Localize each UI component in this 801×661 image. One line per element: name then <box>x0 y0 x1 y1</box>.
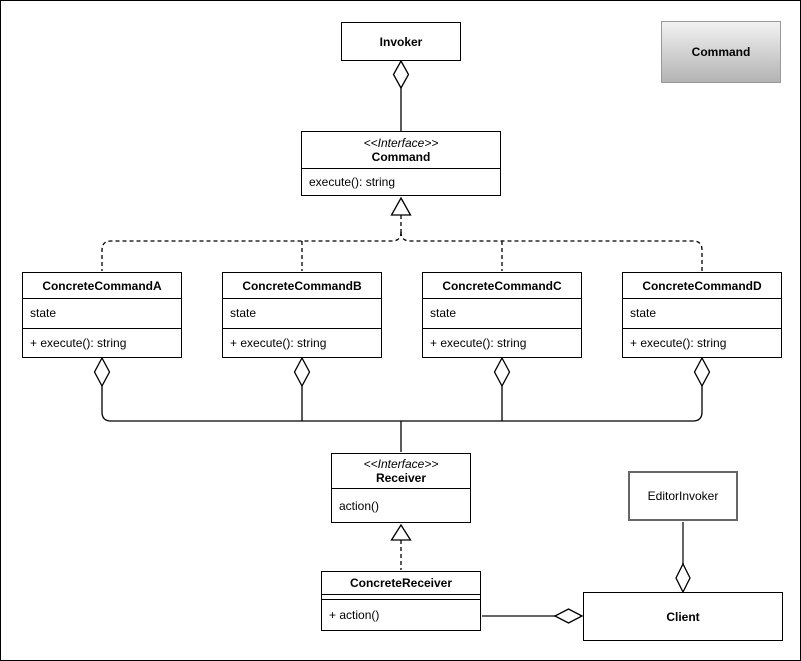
class-concrete-receiver: ConcreteReceiver + action() <box>321 571 481 631</box>
edge-commands-receiver-aggregation <box>93 356 711 452</box>
shape-title: Command <box>691 45 751 59</box>
edge-client-concretereceiver-aggregation <box>482 608 584 624</box>
interface-stereotype: <<Interface>> <box>363 457 439 471</box>
class-title: ConcreteCommandD <box>642 278 762 293</box>
class-title: ConcreteCommandC <box>442 278 562 293</box>
class-title: ConcreteReceiver <box>349 576 453 590</box>
class-attribute: state <box>223 298 381 328</box>
interface-method: execute(): string <box>302 168 500 195</box>
interface-command: <<Interface>> Command execute(): string <box>301 131 501 196</box>
class-method: + action() <box>322 599 480 630</box>
empty-attributes-compartment <box>322 594 480 599</box>
class-concrete-command-c: ConcreteCommandC state + execute(): stri… <box>422 272 582 358</box>
interface-header: <<Interface>> Command <box>302 132 500 168</box>
class-invoker: Invoker <box>341 22 461 61</box>
class-client: Client <box>583 592 783 641</box>
aggregation-diamond-icon <box>493 356 511 388</box>
aggregation-diamond-icon <box>693 356 711 388</box>
class-attribute: state <box>623 298 781 328</box>
interface-header: <<Interface>> Receiver <box>332 454 470 488</box>
aggregation-diamond-icon <box>675 562 691 594</box>
edge-command-realization-tree <box>101 196 703 271</box>
interface-name: Receiver <box>375 471 427 485</box>
class-title: Client <box>666 609 700 624</box>
class-method: + execute(): string <box>423 327 581 358</box>
class-title: ConcreteCommandB <box>242 278 362 293</box>
class-method: + execute(): string <box>623 327 781 358</box>
class-attribute: state <box>423 298 581 328</box>
interface-name: Command <box>371 150 431 164</box>
class-title: EditorInvoker <box>647 489 719 503</box>
realization-triangle-icon <box>390 523 412 541</box>
aggregation-diamond-icon <box>293 356 311 388</box>
class-title: ConcreteCommandA <box>42 278 162 293</box>
interface-stereotype: <<Interface>> <box>363 136 439 150</box>
edge-editorinvoker-client-aggregation <box>675 522 691 594</box>
class-concrete-command-b: ConcreteCommandB state + execute(): stri… <box>222 272 382 358</box>
interface-method: action() <box>332 488 470 522</box>
edge-invoker-command-aggregation <box>392 59 410 132</box>
edge-receiver-realization <box>390 523 412 570</box>
shape-command: Command <box>661 21 781 83</box>
aggregation-diamond-icon <box>553 608 584 624</box>
class-editor-invoker: EditorInvoker <box>628 471 738 521</box>
interface-receiver: <<Interface>> Receiver action() <box>331 453 471 523</box>
realization-triangle-icon <box>390 196 412 216</box>
aggregation-diamond-icon <box>93 356 111 388</box>
class-concrete-command-d: ConcreteCommandD state + execute(): stri… <box>622 272 782 358</box>
class-attribute: state <box>23 298 181 328</box>
class-method: + execute(): string <box>223 327 381 358</box>
class-concrete-command-a: ConcreteCommandA state + execute(): stri… <box>22 272 182 358</box>
class-title: Invoker <box>379 34 423 49</box>
class-method: + execute(): string <box>23 327 181 358</box>
